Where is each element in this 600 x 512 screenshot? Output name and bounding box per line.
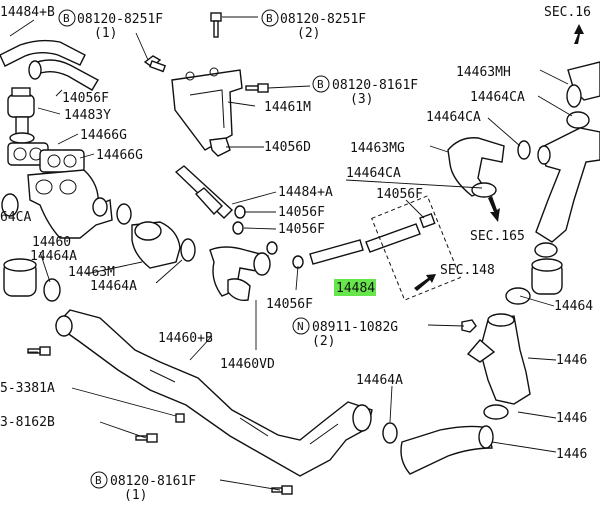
- label-08120-8251F-2: 08120-8251F: [280, 12, 366, 27]
- hose-segment-left-small: [3, 258, 61, 302]
- label-1446-right-2: 1446: [556, 411, 587, 426]
- highlight-14484: [334, 279, 376, 296]
- label-14056F-center-1: 14056F: [278, 205, 325, 220]
- label-3381A: 5-3381A: [0, 381, 55, 396]
- hose-14484: [309, 212, 436, 265]
- label-14464A-bottom: 14464A: [356, 373, 403, 388]
- circled-b-1: B: [63, 12, 70, 25]
- label-14463MH: 14463MH: [456, 65, 511, 80]
- label-sec165: SEC.165: [470, 229, 525, 244]
- clamp-14464CA-right: [517, 111, 590, 160]
- part-labels: 14484+B 08120-8251F (1) 08120-8251F (2) …: [0, 5, 593, 503]
- label-sec148: SEC.148: [440, 263, 495, 278]
- label-14463MG: 14463MG: [350, 141, 405, 156]
- clip-14056D: [209, 137, 231, 157]
- label-08911-1082G: 08911-1082G: [312, 320, 398, 335]
- clamp-14464A-bottom: [382, 422, 398, 444]
- leader-lines: [9, 19, 573, 491]
- label-14483Y: 14483Y: [64, 108, 111, 123]
- label-64CA: 64CA: [0, 210, 31, 225]
- label-qty-3: (3): [350, 92, 373, 107]
- label-14464CA-1: 14464CA: [470, 90, 525, 105]
- circled-b-3: B: [317, 78, 324, 91]
- label-14056F-lower: 14056F: [266, 297, 313, 312]
- gasket-14466G: [7, 142, 85, 173]
- hose-segment-right: [505, 242, 563, 305]
- left-hose-top: [0, 39, 99, 91]
- bolt-08120-8161F-3: [245, 83, 311, 93]
- label-08120-8161F-3: 08120-8161F: [332, 78, 418, 93]
- label-sec16x: SEC.16: [544, 5, 591, 20]
- circled-n: N: [297, 320, 304, 333]
- hose-14484A: [174, 165, 234, 219]
- label-14056F-right: 14056F: [376, 187, 423, 202]
- label-1446-right-3: 1446: [556, 447, 587, 462]
- label-14461M: 14461M: [264, 100, 311, 115]
- circled-b-symbols: B B B B N: [58, 9, 330, 489]
- label-14464A-mid: 14464A: [90, 279, 137, 294]
- label-14056D: 14056D: [264, 140, 311, 155]
- sec148-dashed-box: [371, 195, 461, 301]
- label-14484A: 14484+A: [278, 185, 333, 200]
- label-qty-2b: (2): [312, 334, 335, 349]
- hose-14460VD: [209, 246, 271, 302]
- clamp-left-64CA: [1, 193, 132, 225]
- label-14056F-top-left: 14056F: [62, 91, 109, 106]
- bolt-top-1: [135, 32, 167, 73]
- label-14056F-center-2: 14056F: [278, 222, 325, 237]
- label-14464A-left: 14464A: [30, 249, 77, 264]
- hose-14463MH: [566, 61, 600, 108]
- label-14484B: 14484+B: [0, 5, 55, 20]
- hose-14463MG: [447, 137, 505, 198]
- pipe-right-lower: [466, 313, 531, 420]
- label-14464CA-2: 14464CA: [426, 110, 481, 125]
- label-1446-right-1: 1446: [556, 353, 587, 368]
- label-14460B: 14460+B: [158, 331, 213, 346]
- arrow-sec148: [414, 274, 436, 291]
- label-08120-8251F-1: 08120-8251F: [77, 12, 163, 27]
- bracket-14461M: [171, 67, 243, 151]
- arrow-sec16x: [574, 24, 584, 44]
- label-8162B: 3-8162B: [0, 415, 55, 430]
- label-qty-2: (2): [297, 26, 320, 41]
- label-08120-8161F-1: 08120-8161F: [110, 474, 196, 489]
- hose-bottom-right: [400, 425, 494, 475]
- label-14464-right: 14464: [554, 299, 593, 314]
- label-14463M: 14463M: [68, 265, 115, 280]
- manifold-14460: [27, 169, 113, 239]
- label-14460VD: 14460VD: [220, 357, 275, 372]
- pipe-right-main: [535, 127, 600, 243]
- label-14466G-1: 14466G: [80, 128, 127, 143]
- bolts-lower-left: [27, 346, 293, 495]
- valve-part-14483Y: [7, 87, 35, 144]
- label-14460: 14460: [32, 235, 71, 250]
- nut-08911-1082G: [461, 319, 477, 333]
- label-qty-1: (1): [94, 26, 117, 41]
- label-qty-1b: (1): [124, 488, 147, 503]
- label-14464CA-3: 14464CA: [346, 166, 401, 181]
- hose-14463M-left: [131, 221, 196, 269]
- arrow-sec165: [488, 196, 500, 222]
- label-14484: 14484: [336, 281, 375, 296]
- circled-b-4: B: [95, 474, 102, 487]
- pipe-14460B: [54, 309, 373, 477]
- label-14466G-2: 14466G: [96, 148, 143, 163]
- bolt-top-2: [210, 12, 258, 38]
- circled-b-2: B: [266, 12, 273, 25]
